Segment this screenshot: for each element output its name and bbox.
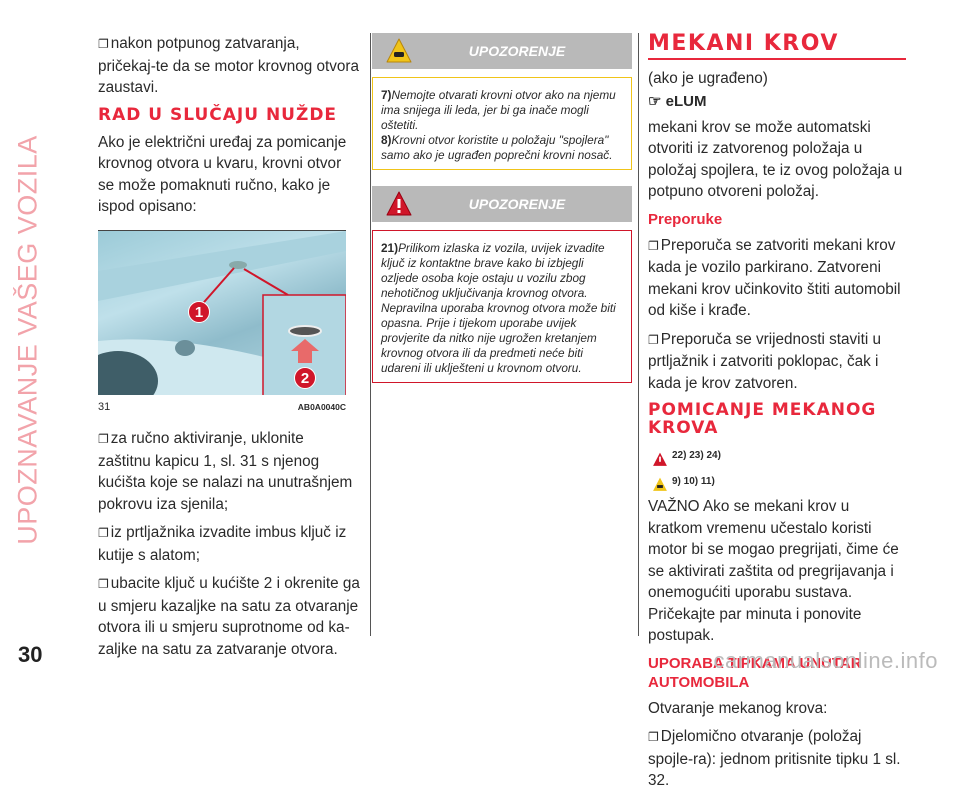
danger-warning-icon — [386, 191, 412, 216]
note-text: Krovni otvor koristite u položaju "spojl… — [381, 133, 613, 162]
heading-emergency: RAD U SLUČAJU NUŽDE — [98, 104, 338, 125]
paragraph: VAŽNO Ako se mekani krov u kratkom vreme… — [648, 498, 899, 644]
car-warning-icon — [653, 477, 667, 491]
car-warning-icon — [386, 38, 412, 63]
refs: 22) 23) 24) — [672, 450, 721, 461]
warning-box-caution: 7)Nemojte otvarati krovni otvor ako na n… — [372, 77, 632, 170]
column-2: UPOZORENJE 7)Nemojte otvarati krovni otv… — [372, 33, 632, 399]
list-item: iz prtljažnika izvadite imbus ključ iz k… — [98, 522, 360, 566]
figure-number: 31 — [98, 400, 111, 413]
note-number: 7) — [381, 88, 392, 102]
warning-box-danger: 21)Prilikom izlaska iz vozila, uvijek iz… — [372, 230, 632, 383]
figure-code: AB0A0040C — [297, 401, 346, 412]
warning-title: UPOZORENJE — [468, 43, 566, 59]
list-item: Preporuča se vrijednosti staviti u prtlj… — [648, 329, 906, 395]
warning-title: UPOZORENJE — [468, 196, 566, 212]
model-tag-text: eLUM — [665, 93, 707, 110]
note-number: 8) — [381, 133, 392, 147]
warning-header: UPOZORENJE — [372, 33, 632, 69]
heading-moving-roof: POMICANJE MEKANOG KROVA — [648, 400, 877, 438]
watermark: carmanualsonline.info — [713, 648, 938, 673]
column-1: nakon potpunog zatvaranja, pričekaj-te d… — [98, 33, 360, 667]
section-side-title: UPOZNAVANJE VAŠEG VOZILA — [12, 135, 43, 545]
model-tag: ☞ eLUM — [648, 91, 906, 113]
callout-2: 2 — [294, 366, 316, 389]
list-item: Preporuča se zatvoriti mekani krov kada … — [648, 235, 906, 322]
danger-warning-icon — [653, 452, 667, 466]
paragraph: nakon potpunog zatvaranja, pričekaj-te d… — [98, 33, 360, 99]
note-text: Prilikom izlaska iz vozila, uvijek izvad… — [381, 241, 616, 375]
callout-1: 1 — [188, 300, 210, 323]
paragraph: Ako je električni uređaj za pomicanje kr… — [98, 133, 347, 216]
note-text: Nemojte otvarati krovni otvor ako na nje… — [381, 88, 616, 132]
column-divider — [638, 33, 639, 636]
list-item: za ručno aktiviranje, uklonite zaštitnu … — [98, 428, 360, 515]
page-number: 30 — [18, 642, 43, 667]
paragraph: Otvaranje mekanog krova: — [648, 699, 828, 717]
pointing-hand-icon: ☞ — [648, 93, 662, 110]
refs: 9) 10) 11) — [672, 475, 715, 487]
note-number: 21) — [381, 241, 399, 255]
figure-caption: 31 AB0A0040C — [98, 397, 346, 419]
list-item: ubacite ključ u kućište 2 i okrenite ga … — [98, 573, 360, 660]
list-item: Djelomično otvaranje (položaj spojle-ra)… — [648, 726, 906, 792]
paragraph: (ako je ugrađeno) — [648, 69, 768, 87]
warning-refs-red: 22) 23) 24) — [652, 445, 906, 467]
section-title: MEKANI KROV — [648, 33, 906, 60]
paragraph: mekani krov se može automatski otvoriti … — [648, 118, 903, 201]
figure-31-image: 1 2 — [98, 229, 346, 395]
warning-header: UPOZORENJE — [372, 186, 632, 222]
column-3: MEKANI KROV (ako je ugrađeno) ☞ eLUM mek… — [648, 33, 906, 799]
warning-refs-yellow: 9) 10) 11) — [652, 471, 906, 493]
column-divider — [370, 33, 371, 636]
heading-recommendations: Preporuke — [648, 210, 723, 228]
